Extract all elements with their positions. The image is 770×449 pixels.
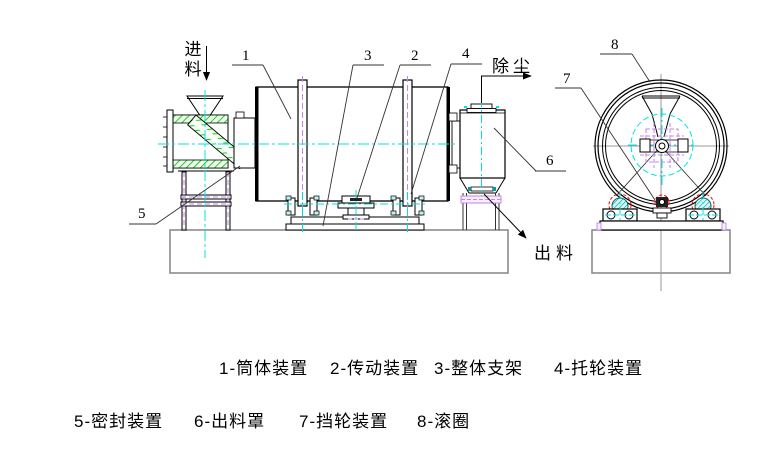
feed-support-stand [178, 170, 234, 231]
end-roller-left [602, 191, 638, 228]
discharge-arrow [483, 193, 527, 239]
legend-item-1: 1-筒体装置 [219, 359, 309, 378]
support-roller-right [390, 195, 425, 216]
callout-7: 7 [563, 71, 571, 87]
centerlines-side [158, 90, 482, 258]
callout-1: 1 [242, 48, 250, 64]
dust-arrow [481, 72, 532, 103]
end-roller-right [685, 191, 721, 228]
callout-5: 5 [138, 206, 146, 222]
annotation-discharge: 出料 [534, 244, 578, 263]
callout-3: 3 [364, 48, 372, 64]
callout-8: 8 [611, 37, 619, 53]
legend-item-2: 2-传动装置 [330, 359, 420, 378]
end-base-block [596, 220, 727, 231]
annotation-feed: 进料 [184, 40, 202, 79]
legend-item-5: 5-密封装置 [74, 412, 164, 431]
end-hopper-outline [641, 95, 681, 138]
legend-item-6: 6-出料罩 [194, 412, 266, 431]
end-view [591, 74, 731, 291]
legend-item-7: 7-挡轮装置 [299, 412, 389, 431]
rolling-rings-side [297, 76, 413, 214]
seal-plate [233, 111, 256, 169]
discharge-hood [448, 103, 506, 194]
foundation-base [169, 229, 509, 274]
callout-6: 6 [546, 153, 554, 169]
callout-leaders [129, 53, 656, 227]
thrust-roller [652, 194, 672, 219]
callout-2: 2 [411, 48, 419, 64]
discharge-chute [460, 193, 502, 230]
hub-hidden-detail [628, 108, 696, 186]
legend-item-3: 3-整体支架 [434, 359, 524, 378]
side-view [158, 46, 532, 274]
legend-item-4: 4-托轮装置 [554, 359, 644, 378]
annotation-dust-removal: 除尘 [492, 57, 534, 76]
support-roller-left [285, 195, 320, 216]
callout-4: 4 [462, 46, 470, 62]
legend-item-8: 8-滚圈 [417, 412, 471, 431]
